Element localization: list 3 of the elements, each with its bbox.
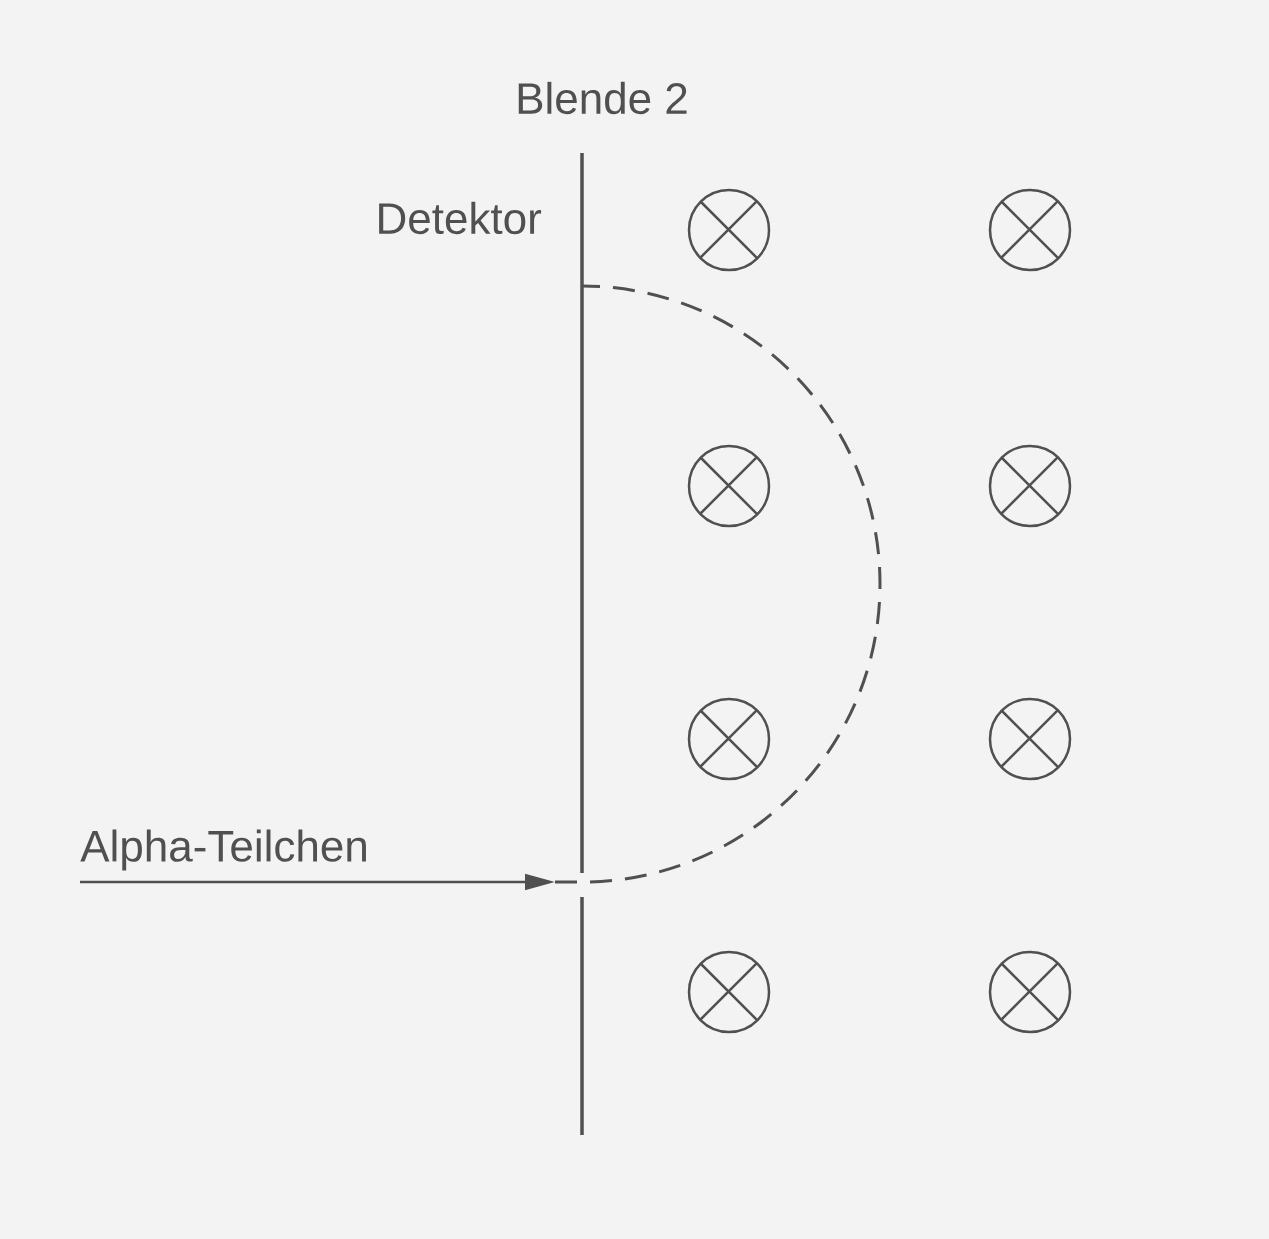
aperture-label: Blende 2 [518, 81, 687, 115]
particle-label: Alpha-Teilchen [80, 829, 366, 871]
detector-label: Detektor [379, 201, 542, 235]
